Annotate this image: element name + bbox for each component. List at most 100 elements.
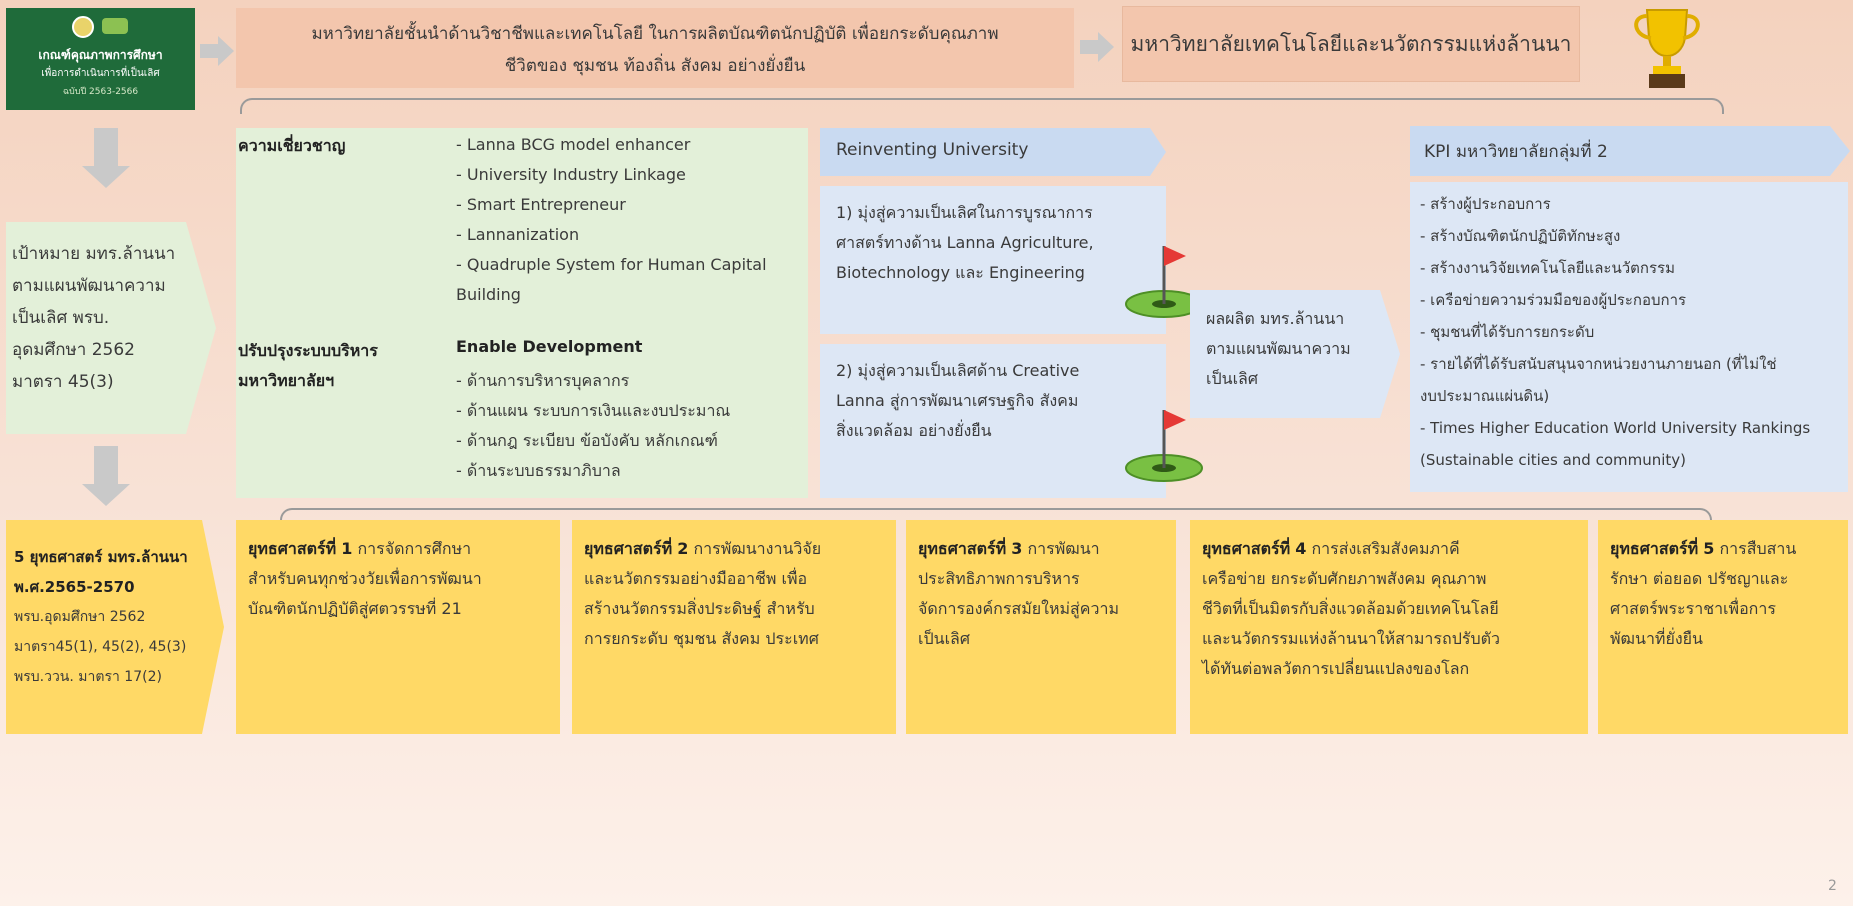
management-heading-line: มหาวิทยาลัยฯ (238, 371, 335, 390)
strategy-2-line: และนวัตกรรมอย่างมืออาชีพ เพื่อ (584, 569, 808, 588)
vision-line-2: ชีวิตของ ชุมชน ท้องถิ่น สังคม อย่างยั่งย… (504, 56, 806, 76)
strategy-box-1: ยุทธศาสตร์ที่ 1 การจัดการศึกษา สำหรับคนท… (236, 520, 560, 734)
kpi-item: - สร้างบัณฑิตนักปฏิบัติทักษะสูง (1420, 227, 1621, 245)
kpi-item: - Times Higher Education World Universit… (1420, 419, 1811, 437)
strategy-3-line: เป็นเลิศ (918, 629, 970, 648)
kpi-item: - สร้างผู้ประกอบการ (1420, 195, 1551, 213)
vision-box: มหาวิทยาลัยชั้นนำด้านวิชาชีพและเทคโนโลยี… (236, 8, 1074, 88)
reinventing-item-1-line: Biotechnology และ Engineering (836, 263, 1085, 282)
strategy-4-first-line: ยุทธศาสตร์ที่ 4 การส่งเสริมสังคมภาคี (1202, 534, 1588, 564)
strategy-4-label: ยุทธศาสตร์ที่ (1202, 539, 1291, 558)
expertise-item: - Lannanization (456, 225, 580, 244)
strategy-title-shape (6, 520, 224, 734)
strategy-2-line: การพัฒนางานวิจัย (693, 539, 822, 558)
top-brace (240, 98, 1724, 114)
goal-line: อุดมศึกษา 2562 (12, 340, 135, 360)
reinventing-item-1: 1) มุ่งสู่ความเป็นเลิศในการบูรณาการ ศาสต… (820, 186, 1166, 334)
page-number: 2 (1828, 878, 1837, 894)
reinventing-item-2-line: สิ่งแวดล้อม อย่างยั่งยืน (836, 421, 992, 440)
expertise-panel: ความเชี่ยวชาญ - Lanna BCG model enhancer… (236, 128, 808, 498)
quality-criteria-logo: เกณฑ์คุณภาพการศึกษา เพื่อการดำเนินการที่… (6, 8, 195, 110)
kpi-item: - สร้างงานวิจัยเทคโนโลยีและนวัตกรรม (1420, 259, 1675, 277)
strategy-5-line: พัฒนาที่ยั่งยืน (1610, 629, 1703, 648)
strategy-1-line: สำหรับคนทุกช่วงวัยเพื่อการพัฒนา (248, 569, 482, 588)
expertise-item: - Smart Entrepreneur (456, 195, 626, 214)
reinventing-item-1-line: 1) มุ่งสู่ความเป็นเลิศในการบูรณาการ (836, 203, 1093, 222)
logo-text-icon (102, 18, 128, 34)
goal-line: เป็นเลิศ พรบ. (12, 308, 110, 328)
kpi-item: (Sustainable cities and community) (1420, 451, 1687, 469)
goal-shape (6, 222, 216, 434)
strategy-box-5: ยุทธศาสตร์ที่ 5 การสืบสาน รักษา ต่อยอด ป… (1598, 520, 1848, 734)
arrow-right-icon (1080, 32, 1114, 62)
strategy-4-line: ได้ทันต่อพลวัตการเปลี่ยนแปลงของโลก (1202, 659, 1470, 678)
strategy-4-line: เครือข่าย ยกระดับศักยภาพสังคม คุณภาพ (1202, 569, 1487, 588)
goal-box: เป้าหมาย มทร.ล้านนา ตามแผนพัฒนาความ เป็น… (12, 238, 202, 398)
strategy-5-line: รักษา ต่อยอด ปรัชญาและ (1610, 569, 1789, 588)
logo-title: เกณฑ์คุณภาพการศึกษา (38, 48, 163, 62)
strategy-1-first-line: ยุทธศาสตร์ที่ 1 การจัดการศึกษา (248, 534, 560, 564)
strategy-5-line: ศาสตร์พระราชาเพื่อการ (1610, 599, 1776, 618)
kpi-item: - เครือข่ายความร่วมมือของผู้ประกอบการ (1420, 291, 1687, 309)
reinventing-item-1-line: ศาสตร์ทางด้าน Lanna Agriculture, (836, 233, 1094, 252)
management-item: - ด้านแผน ระบบการเงินและงบประมาณ (456, 401, 731, 420)
reinventing-item-2-line: 2) มุ่งสู่ความเป็นเลิศด้าน Creative (836, 361, 1080, 380)
strategy-4-line: และนวัตกรรมแห่งล้านนาให้สามารถปรับตัว (1202, 629, 1500, 648)
management-heading-line: ปรับปรุงระบบบริหาร (238, 341, 378, 360)
kpi-panel: - สร้างผู้ประกอบการ - สร้างบัณฑิตนักปฏิบ… (1410, 182, 1848, 492)
strategy-4-number: 4 (1295, 539, 1307, 558)
output-line: เป็นเลิศ (1206, 369, 1258, 388)
goal-line: เป้าหมาย มทร.ล้านนา (12, 244, 176, 264)
strategy-3-number: 3 (1011, 539, 1023, 558)
golf-flag-icon (1125, 410, 1203, 482)
reinventing-header-shape (820, 128, 1166, 176)
university-name-box: มหาวิทยาลัยเทคโนโลยีและนวัตกรรมแห่งล้านน… (1122, 6, 1580, 82)
arrow-down-icon (82, 128, 130, 188)
expertise-item: - Quadruple System for Human Capital (456, 255, 767, 274)
strategy-4-line: ชีวิตที่เป็นมิตรกับสิ่งแวดล้อมด้วยเทคโนโ… (1202, 599, 1499, 618)
strategy-box-3: ยุทธศาสตร์ที่ 3 การพัฒนา ประสิทธิภาพการบ… (906, 520, 1176, 734)
vision-line-1: มหาวิทยาลัยชั้นนำด้านวิชาชีพและเทคโนโลยี… (311, 24, 999, 44)
strategy-2-number: 2 (677, 539, 689, 558)
strategy-box-4: ยุทธศาสตร์ที่ 4 การส่งเสริมสังคมภาคี เคร… (1190, 520, 1588, 734)
strategy-law: พรบ.อุดมศึกษา 2562 (14, 609, 146, 625)
goal-line: มาตรา 45(3) (12, 372, 114, 392)
output-line: ผลผลิต มทร.ล้านนา (1206, 309, 1345, 328)
management-list: - ด้านการบริหารบุคลากร - ด้านแผน ระบบการ… (456, 366, 730, 486)
logo-subtitle: เพื่อการดำเนินการที่เป็นเลิศ (41, 68, 160, 79)
logo-emblem-icon (72, 16, 94, 38)
strategy-5-line: การสืบสาน (1719, 539, 1797, 558)
strategy-brace (280, 508, 1712, 522)
strategy-1-line: บัณฑิตนักปฏิบัติสู่ศตวรรษที่ 21 (248, 599, 462, 618)
enable-development-heading: Enable Development (456, 337, 643, 356)
strategy-2-line: การยกระดับ ชุมชน สังคม ประเทศ (584, 629, 819, 648)
strategy-law: มาตรา45(1), 45(2), 45(3) (14, 639, 187, 655)
kpi-item: - รายได้ที่ได้รับสนับสนุนจากหน่วยงานภายน… (1420, 355, 1777, 373)
goal-line: ตามแผนพัฒนาความ (12, 276, 166, 296)
strategy-title-box: 5 ยุทธศาสตร์ มทร.ล้านนา พ.ศ.2565-2570 พร… (14, 542, 214, 692)
arrow-down-icon (82, 446, 130, 506)
strategy-3-line: จัดการองค์กรสมัยใหม่สู่ความ (918, 599, 1120, 618)
strategy-2-line: สร้างนวัตกรรมสิ่งประดิษฐ์ สำหรับ (584, 599, 815, 618)
strategy-3-line: ประสิทธิภาพการบริหาร (918, 569, 1080, 588)
output-box: ผลผลิต มทร.ล้านนา ตามแผนพัฒนาความ เป็นเล… (1206, 304, 1351, 394)
trophy-icon (1634, 9, 1700, 88)
strategy-3-label: ยุทธศาสตร์ที่ (918, 539, 1007, 558)
strategy-title: 5 ยุทธศาสตร์ มทร.ล้านนา (14, 548, 188, 566)
expertise-list: - Lanna BCG model enhancer - University … (456, 130, 767, 310)
strategy-3-line: การพัฒนา (1027, 539, 1100, 558)
strategy-4-line: การส่งเสริมสังคมภาคี (1311, 539, 1460, 558)
reinventing-item-2: 2) มุ่งสู่ความเป็นเลิศด้าน Creative Lann… (820, 344, 1166, 498)
strategy-3-first-line: ยุทธศาสตร์ที่ 3 การพัฒนา (918, 534, 1176, 564)
expertise-item: - University Industry Linkage (456, 165, 686, 184)
kpi-heading: KPI มหาวิทยาลัยกลุ่มที่ 2 (1424, 142, 1608, 162)
strategy-2-label: ยุทธศาสตร์ที่ (584, 539, 673, 558)
kpi-item: - ชุมชนที่ได้รับการยกระดับ (1420, 323, 1595, 341)
strategy-1-number: 1 (341, 539, 353, 558)
strategy-2-first-line: ยุทธศาสตร์ที่ 2 การพัฒนางานวิจัย (584, 534, 896, 564)
strategy-5-number: 5 (1703, 539, 1715, 558)
management-item: - ด้านการบริหารบุคลากร (456, 371, 630, 390)
kpi-header-shape (1410, 126, 1850, 176)
output-shape (1190, 290, 1400, 418)
expertise-item: - Lanna BCG model enhancer (456, 135, 691, 154)
